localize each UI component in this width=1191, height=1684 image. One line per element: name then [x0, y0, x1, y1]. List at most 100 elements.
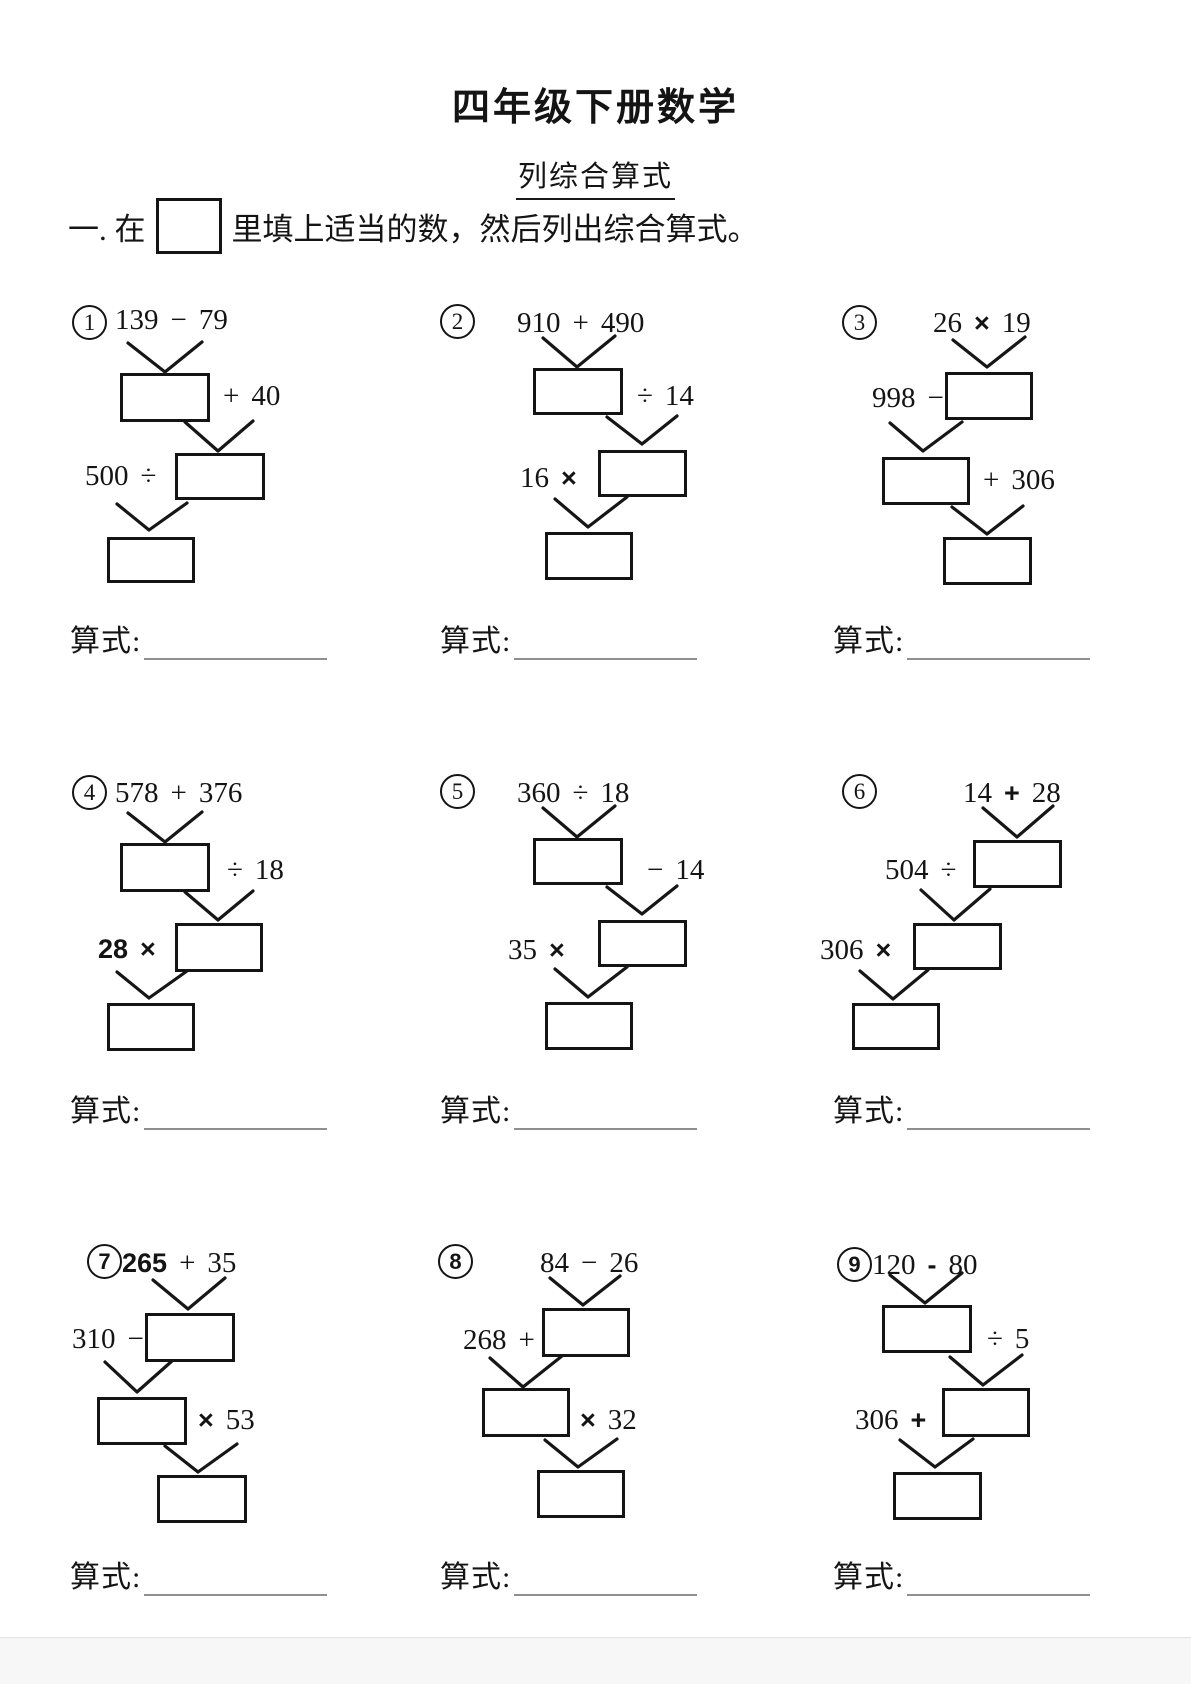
- answer-box[interactable]: [175, 923, 263, 972]
- answer-blank[interactable]: [144, 622, 328, 660]
- problem-2: 2 910+490 ÷14 16×: [430, 280, 760, 615]
- top-expression: 26×19: [933, 307, 1031, 339]
- problem-number: 7: [87, 1244, 122, 1279]
- answer-box[interactable]: [157, 1475, 247, 1523]
- expression-answer-7: 算式:: [70, 1552, 328, 1596]
- side-operation: 306+: [855, 1404, 927, 1436]
- answer-box[interactable]: [482, 1388, 570, 1437]
- problem-4: 4 578+376 ÷18 28×: [60, 750, 390, 1085]
- side-operation: 310−: [72, 1323, 144, 1355]
- side-operation: +40: [223, 380, 281, 412]
- expression-label: 算式:: [833, 1561, 905, 1594]
- side-operation: 16×: [520, 462, 577, 494]
- top-expression: 578+376: [115, 777, 243, 809]
- answer-box[interactable]: [537, 1470, 625, 1518]
- instruction-box: [155, 198, 222, 254]
- answer-box[interactable]: [852, 1003, 940, 1050]
- expression-label: 算式:: [440, 1095, 512, 1128]
- answer-blank[interactable]: [144, 1092, 328, 1130]
- problem-1: 1 139−79 +40 500÷: [60, 280, 390, 615]
- expression-answer-2: 算式:: [440, 616, 698, 660]
- problem-number: 3: [842, 305, 877, 340]
- problem-9: 9 120-80 ÷5 306+: [790, 1220, 1120, 1555]
- answer-blank[interactable]: [907, 1558, 1091, 1596]
- problem-number: 5: [440, 774, 475, 809]
- expression-label: 算式:: [833, 1095, 905, 1128]
- answer-box[interactable]: [893, 1472, 982, 1520]
- side-operation: +306: [983, 464, 1055, 496]
- expression-label: 算式:: [70, 1561, 142, 1594]
- side-operation: 268+: [463, 1324, 535, 1356]
- answer-box[interactable]: [120, 843, 210, 892]
- answer-box[interactable]: [598, 450, 687, 497]
- answer-blank[interactable]: [144, 1558, 328, 1596]
- instruction-prefix: 一. 在: [68, 211, 146, 247]
- side-operation: 500÷: [85, 460, 157, 492]
- answer-box[interactable]: [533, 368, 623, 415]
- answer-box[interactable]: [942, 1388, 1030, 1437]
- problem-3: 3 26×19 998− +306: [790, 280, 1120, 615]
- page-bottom-edge: [0, 1637, 1191, 1684]
- side-operation: 504÷: [885, 854, 957, 886]
- answer-box[interactable]: [913, 923, 1002, 970]
- section-subtitle-wrap: 列综合算式: [0, 153, 1191, 200]
- answer-box[interactable]: [945, 372, 1033, 420]
- expression-label: 算式:: [440, 625, 512, 658]
- top-expression: 84−26: [540, 1247, 639, 1279]
- problem-6: 6 14+28 504÷ 306×: [790, 750, 1120, 1085]
- answer-box[interactable]: [175, 453, 265, 500]
- top-expression: 360÷18: [517, 777, 630, 809]
- section-subtitle: 列综合算式: [515, 153, 675, 200]
- answer-box[interactable]: [882, 457, 970, 505]
- answer-box[interactable]: [943, 537, 1032, 585]
- answer-box[interactable]: [107, 1003, 195, 1051]
- answer-box[interactable]: [973, 840, 1062, 888]
- side-operation: 35×: [508, 934, 565, 966]
- top-expression: 139−79: [115, 304, 228, 336]
- answer-blank[interactable]: [514, 1558, 698, 1596]
- problem-7: 7 265+35 310− ×53: [60, 1220, 390, 1555]
- problem-number: 1: [72, 305, 107, 340]
- problem-number: 4: [72, 775, 107, 810]
- page-title: 四年级下册数学: [451, 87, 739, 129]
- instruction-line: 一. 在 里填上适当的数，然后列出综合算式。: [68, 198, 759, 254]
- side-operation: ÷5: [987, 1323, 1030, 1355]
- expression-answer-9: 算式:: [833, 1552, 1091, 1596]
- expression-answer-5: 算式:: [440, 1086, 698, 1130]
- answer-box[interactable]: [107, 537, 195, 583]
- answer-box[interactable]: [145, 1313, 235, 1362]
- top-expression: 14+28: [963, 777, 1061, 809]
- top-expression: 910+490: [517, 307, 645, 339]
- flow-connectors: [858, 804, 1055, 1001]
- answer-box[interactable]: [545, 1002, 633, 1050]
- problem-number: 6: [842, 774, 877, 809]
- answer-box[interactable]: [882, 1305, 972, 1353]
- answer-box[interactable]: [542, 1308, 630, 1357]
- expression-label: 算式:: [440, 1561, 512, 1594]
- answer-box[interactable]: [533, 838, 623, 885]
- answer-blank[interactable]: [907, 622, 1091, 660]
- expression-label: 算式:: [70, 1095, 142, 1128]
- expression-answer-4: 算式:: [70, 1086, 328, 1130]
- instruction-suffix: 里填上适当的数，然后列出综合算式。: [231, 211, 759, 247]
- answer-box[interactable]: [120, 373, 210, 422]
- side-operation: ×32: [580, 1404, 637, 1436]
- problem-number: 2: [440, 304, 475, 339]
- expression-answer-8: 算式:: [440, 1552, 698, 1596]
- top-expression: 265+35: [122, 1247, 237, 1279]
- side-operation: 998−: [872, 382, 944, 414]
- expression-label: 算式:: [70, 625, 142, 658]
- side-operation: −14: [647, 854, 705, 886]
- expression-answer-6: 算式:: [833, 1086, 1091, 1130]
- answer-box[interactable]: [545, 532, 633, 580]
- side-operation: ÷18: [227, 854, 284, 886]
- expression-answer-1: 算式:: [70, 616, 328, 660]
- answer-blank[interactable]: [514, 1092, 698, 1130]
- answer-box[interactable]: [97, 1397, 187, 1445]
- problem-number: 8: [438, 1244, 473, 1279]
- answer-blank[interactable]: [907, 1092, 1091, 1130]
- answer-box[interactable]: [598, 920, 687, 967]
- problem-number: 9: [837, 1247, 872, 1282]
- answer-blank[interactable]: [514, 622, 698, 660]
